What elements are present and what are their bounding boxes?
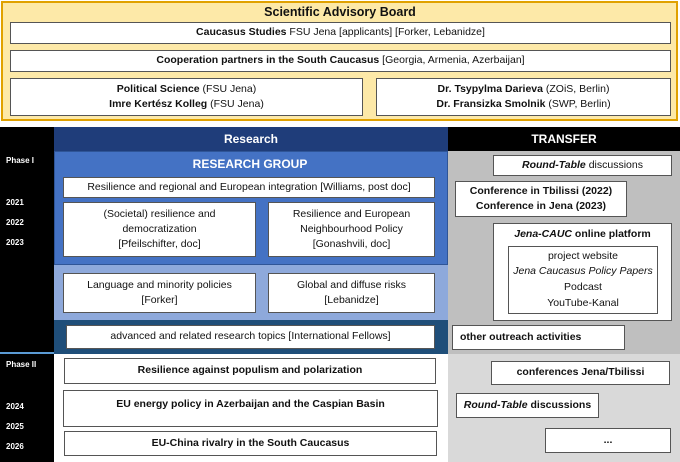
platform-title-italic: Jena-CAUC bbox=[514, 228, 572, 240]
berlin-members-box: Dr. Tsypylma Darieva (ZOiS, Berlin) Dr. … bbox=[376, 78, 671, 116]
phase1-label: Phase I bbox=[6, 156, 35, 165]
language-line-1: Language and minority policies bbox=[87, 278, 232, 291]
project-website: project website bbox=[547, 249, 619, 262]
political-science-label: Political Science bbox=[116, 82, 200, 95]
conferences-jena-tbilissi-box: conferences Jena/Tbilissi bbox=[491, 361, 670, 385]
roundtable2-rest: discussions bbox=[527, 398, 592, 411]
neighbourhood-line-2: Neighbourhood Policy bbox=[300, 222, 403, 235]
political-science-detail: (FSU Jena) bbox=[199, 82, 257, 95]
china-rivalry-box: EU-China rivalry in the South Caucasus bbox=[64, 431, 437, 456]
caucasus-studies-box: Caucasus Studies FSU Jena [applicants] [… bbox=[10, 22, 671, 44]
caucasus-studies-label: Caucasus Studies bbox=[196, 26, 287, 39]
cooperation-partners-label: Cooperation partners in the South Caucas… bbox=[156, 54, 380, 67]
transfer-header: TRANSFER bbox=[448, 127, 680, 151]
outreach-box: other outreach activities bbox=[452, 325, 625, 350]
jena-members-box: Political Science (FSU Jena) Imre Kertés… bbox=[10, 78, 363, 116]
research-group-title: RESEARCH GROUP bbox=[192, 157, 308, 171]
policy-papers: Jena Caucasus Policy Papers bbox=[513, 265, 653, 278]
advisory-board-title: Scientific Advisory Board bbox=[264, 5, 416, 19]
global-risks-box: Global and diffuse risks [Lebanidze] bbox=[268, 273, 435, 313]
platform-title-rest: online platform bbox=[572, 228, 651, 240]
societal-line-1: (Societal) resilience and bbox=[103, 207, 216, 220]
phase2-label: Phase II bbox=[6, 360, 37, 369]
energy-policy-box: EU energy policy in Azerbaijan and the C… bbox=[63, 390, 438, 427]
year-2026: 2026 bbox=[6, 442, 24, 451]
resilience-integration-box: Resilience and regional and European int… bbox=[63, 177, 435, 198]
conference-jena: Conference in Jena (2023) bbox=[475, 200, 607, 212]
year-2022: 2022 bbox=[6, 218, 24, 227]
smolnik-label: Dr. Fransizka Smolnik bbox=[436, 98, 546, 110]
societal-resilience-box: (Societal) resilience and democratizatio… bbox=[63, 202, 256, 257]
platform-items-box: project website Jena Caucasus Policy Pap… bbox=[508, 246, 658, 314]
darieva-label: Dr. Tsypylma Darieva bbox=[437, 82, 543, 95]
phase-divider bbox=[0, 352, 54, 354]
societal-line-3: [Pfeilschifter, doc] bbox=[118, 238, 201, 251]
neighbourhood-policy-box: Resilience and European Neighbourhood Po… bbox=[268, 202, 435, 257]
ellipsis-box: ... bbox=[545, 428, 671, 453]
roundtable-phase2-box: Round-Table discussions bbox=[456, 393, 599, 418]
research-header: Research bbox=[54, 127, 448, 151]
roundtable-box: Round-Table discussions bbox=[493, 155, 672, 176]
left-strip bbox=[0, 127, 54, 462]
neighbourhood-line-3: [Gonashvili, doc] bbox=[312, 238, 391, 251]
roundtable2-italic: Round-Table bbox=[463, 398, 528, 411]
podcast: Podcast bbox=[564, 281, 602, 293]
imre-kertesz-detail: (FSU Jena) bbox=[207, 98, 264, 110]
year-2023: 2023 bbox=[6, 238, 24, 247]
societal-line-2: democratization bbox=[122, 222, 197, 235]
conference-tbilissi: Conference in Tbilissi (2022) bbox=[469, 184, 613, 197]
year-2025: 2025 bbox=[6, 422, 24, 431]
populism-box: Resilience against populism and polariza… bbox=[64, 358, 436, 384]
roundtable-rest: discussions bbox=[585, 158, 643, 171]
darieva-detail: (ZOiS, Berlin) bbox=[542, 82, 610, 95]
language-minority-box: Language and minority policies [Forker] bbox=[63, 273, 256, 313]
roundtable-italic: Round-Table bbox=[522, 158, 586, 171]
year-2024: 2024 bbox=[6, 402, 24, 411]
language-line-2: [Forker] bbox=[141, 294, 178, 306]
cooperation-partners-detail: [Georgia, Armenia, Azerbaijan] bbox=[379, 54, 525, 67]
year-2021: 2021 bbox=[6, 198, 24, 207]
imre-kertesz-label: Imre Kertész Kolleg bbox=[109, 98, 208, 110]
global-risks-line-2: [Lebanidze] bbox=[324, 294, 379, 306]
caucasus-studies-detail: FSU Jena [applicants] [Forker, Lebanidze… bbox=[286, 26, 485, 39]
global-risks-line-1: Global and diffuse risks bbox=[297, 278, 406, 291]
conferences-box: Conference in Tbilissi (2022) Conference… bbox=[455, 181, 627, 217]
advanced-topics-box: advanced and related research topics [In… bbox=[66, 325, 435, 349]
smolnik-detail: (SWP, Berlin) bbox=[545, 98, 611, 110]
neighbourhood-line-1: Resilience and European bbox=[292, 207, 411, 220]
youtube-channel: YouTube-Kanal bbox=[547, 296, 619, 309]
cooperation-partners-box: Cooperation partners in the South Caucas… bbox=[10, 50, 671, 72]
